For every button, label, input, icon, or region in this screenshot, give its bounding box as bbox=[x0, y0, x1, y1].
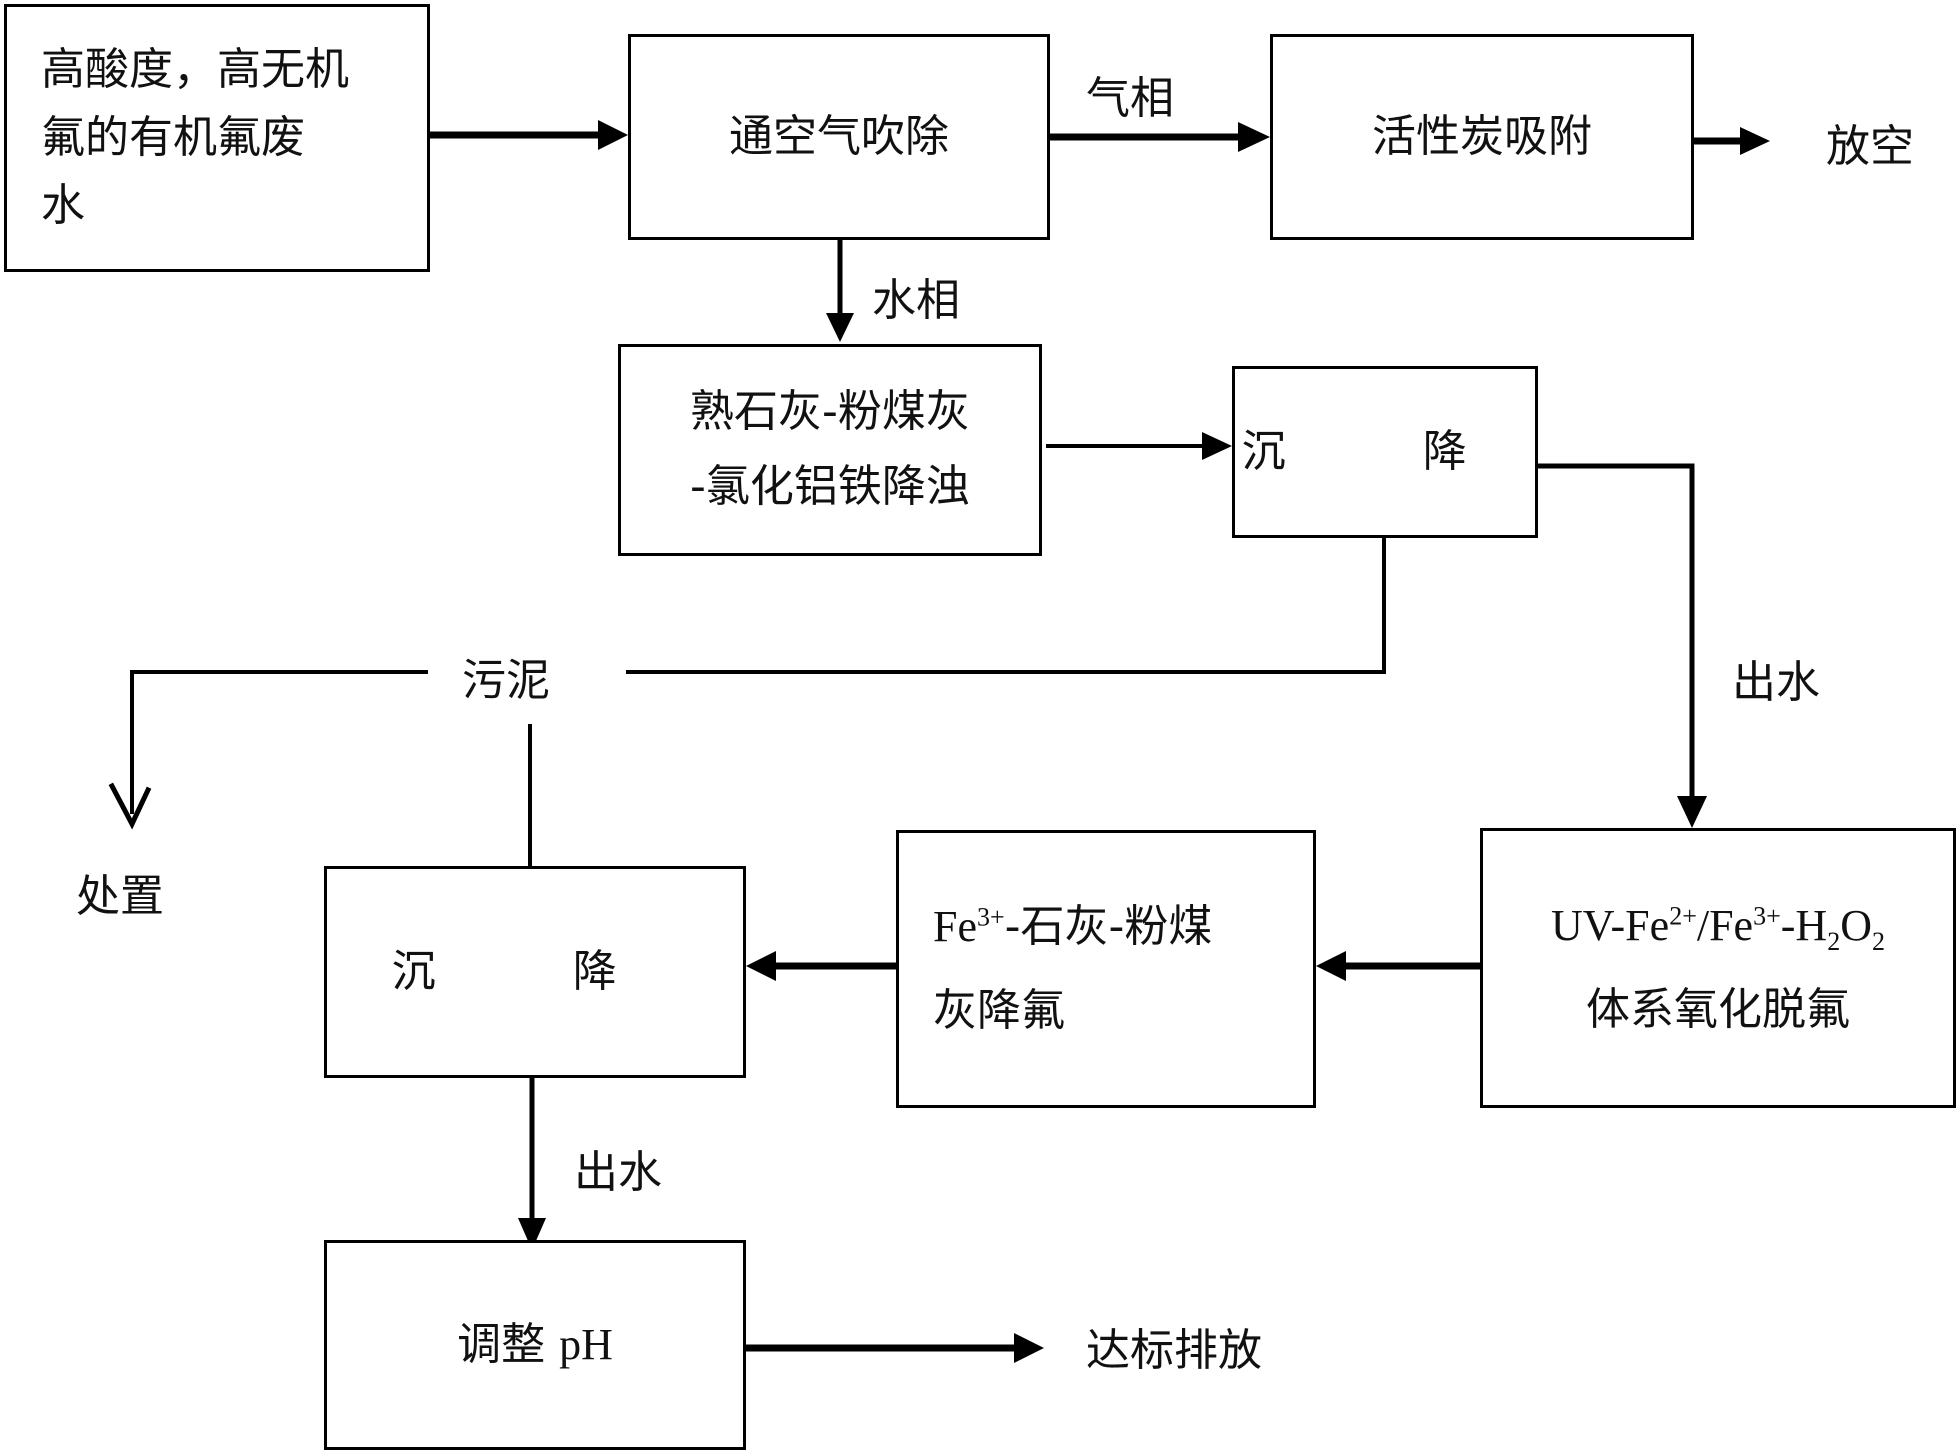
arrowhead bbox=[1014, 1333, 1044, 1363]
arrow-effluent-1 bbox=[1535, 463, 1695, 799]
node-wastewater-line2: 氟的有机氟废 bbox=[41, 111, 305, 163]
node-activated-carbon: 活性炭吸附 bbox=[1270, 34, 1694, 240]
node-defluorination: Fe3+-石灰-粉煤 灰降氟 bbox=[896, 830, 1316, 1108]
arrowhead bbox=[1202, 432, 1232, 460]
arrowhead bbox=[826, 313, 854, 342]
label-effluent-1: 出水 bbox=[1732, 657, 1820, 708]
label-water-phase: 水相 bbox=[872, 275, 960, 326]
node-air-stripping: 通空气吹除 bbox=[628, 34, 1050, 240]
node-defluorination-line2: 灰降氟 bbox=[933, 985, 1065, 1036]
arrowhead bbox=[518, 1218, 546, 1250]
node-uv-oxidation: UV-Fe2+/Fe3+-H2O2 体系氧化脱氟 bbox=[1480, 828, 1956, 1108]
node-uv-oxidation-formula: UV-Fe2+/Fe3+-H2O2 bbox=[1551, 901, 1885, 957]
label-effluent-2: 出水 bbox=[574, 1147, 662, 1198]
sludge-line-top bbox=[626, 536, 1386, 674]
disposal-arrowhead bbox=[108, 782, 152, 830]
arrowhead bbox=[1238, 122, 1270, 152]
label-sludge: 污泥 bbox=[462, 655, 550, 706]
sludge-line-left bbox=[130, 670, 428, 814]
node-wastewater: 高酸度，高无机 氟的有机氟废 水 bbox=[4, 4, 430, 272]
label-discharge: 达标排放 bbox=[1086, 1325, 1262, 1376]
node-settling-1: 沉 降 bbox=[1232, 366, 1538, 538]
arrowhead bbox=[746, 951, 776, 981]
node-wastewater-line3: 水 bbox=[41, 180, 85, 232]
arrowhead bbox=[1740, 127, 1770, 155]
label-disposal: 处置 bbox=[76, 871, 164, 922]
node-activated-carbon-label: 活性炭吸附 bbox=[1372, 111, 1592, 163]
node-uv-oxidation-line2: 体系氧化脱氟 bbox=[1586, 984, 1850, 1035]
arrowhead bbox=[1677, 796, 1707, 828]
node-ph-adjust-label: 调整 pH bbox=[457, 1319, 613, 1371]
node-coagulation-line2: -氯化铝铁降浊 bbox=[690, 461, 970, 512]
label-gas-phase: 气相 bbox=[1086, 73, 1174, 124]
label-vent: 放空 bbox=[1826, 121, 1914, 172]
node-wastewater-line1: 高酸度，高无机 bbox=[41, 43, 349, 95]
node-settling-1-label: 沉 降 bbox=[1241, 426, 1529, 478]
node-ph-adjust: 调整 pH bbox=[324, 1240, 746, 1450]
arrowhead bbox=[1316, 951, 1346, 981]
arrowhead bbox=[598, 120, 628, 150]
node-settling-2: 沉 降 bbox=[324, 866, 746, 1078]
node-coagulation-line1: 熟石灰-粉煤灰 bbox=[690, 386, 970, 438]
node-air-stripping-label: 通空气吹除 bbox=[729, 111, 949, 163]
node-settling-2-label: 沉 降 bbox=[391, 946, 679, 998]
node-defluorination-line1: Fe3+-石灰-粉煤 bbox=[933, 901, 1213, 953]
node-coagulation: 熟石灰-粉煤灰 -氯化铝铁降浊 bbox=[618, 344, 1042, 556]
